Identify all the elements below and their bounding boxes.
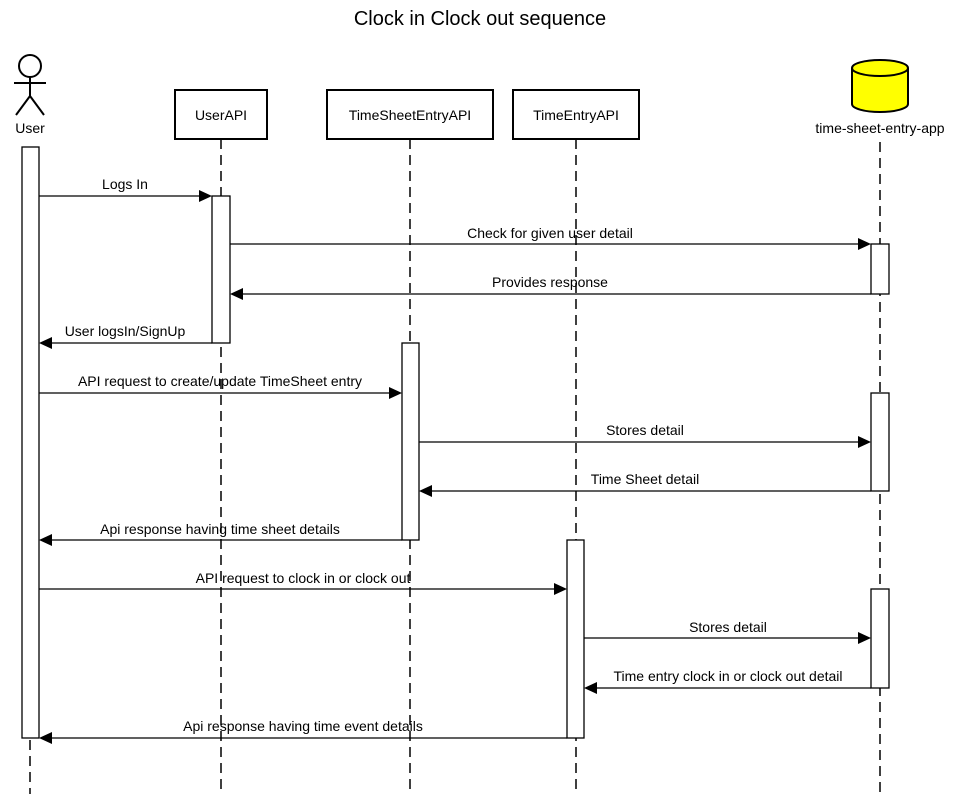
message-11: Time entry clock in or clock out detail — [584, 668, 871, 694]
message-1: Logs In — [39, 176, 212, 202]
activation-user — [21, 146, 40, 739]
activation-app-3 — [870, 588, 890, 689]
message-5-label: API request to create/update TimeSheet e… — [78, 373, 362, 389]
message-10-label: Stores detail — [689, 619, 767, 635]
activation-app-2 — [870, 392, 890, 492]
participant-app-label: time-sheet-entry-app — [815, 120, 944, 136]
message-11-label: Time entry clock in or clock out detail — [613, 668, 842, 684]
participant-timesheetentryapi-label: TimeSheetEntryAPI — [349, 107, 471, 123]
message-12-label: Api response having time event details — [183, 718, 423, 734]
activations — [21, 146, 890, 739]
message-2: Check for given user detail — [230, 225, 871, 250]
participant-timesheetentryapi: TimeSheetEntryAPI — [326, 89, 494, 140]
activation-userapi — [211, 195, 231, 344]
message-8-label: Api response having time sheet details — [100, 521, 340, 537]
message-1-label: Logs In — [102, 176, 148, 192]
database-icon — [851, 59, 909, 113]
message-6-label: Stores detail — [606, 422, 684, 438]
participant-userapi-label: UserAPI — [195, 107, 247, 123]
lifelines — [29, 139, 881, 794]
message-4: User logsIn/SignUp — [39, 323, 212, 349]
message-9-label: API request to clock in or clock out — [196, 570, 411, 586]
message-7: Time Sheet detail — [419, 471, 871, 497]
message-8: Api response having time sheet details — [39, 521, 402, 546]
message-7-label: Time Sheet detail — [591, 471, 699, 487]
message-4-label: User logsIn/SignUp — [65, 323, 186, 339]
message-12: Api response having time event details — [39, 718, 567, 744]
message-9: API request to clock in or clock out — [39, 570, 567, 595]
participant-userapi: UserAPI — [174, 89, 268, 140]
message-3: Provides response — [230, 274, 871, 300]
activation-timesheetentryapi — [401, 342, 420, 541]
message-2-label: Check for given user detail — [467, 225, 633, 241]
diagram-title: Clock in Clock out sequence — [354, 8, 606, 30]
activation-timeentryapi — [566, 539, 585, 739]
participant-timeentryapi-label: TimeEntryAPI — [533, 107, 619, 123]
participant-timeentryapi: TimeEntryAPI — [512, 89, 640, 140]
activation-app-1 — [870, 243, 890, 295]
message-3-label: Provides response — [492, 274, 608, 290]
message-10: Stores detail — [584, 619, 871, 644]
message-6: Stores detail — [419, 422, 871, 448]
message-5: API request to create/update TimeSheet e… — [39, 373, 402, 399]
participant-user-label: User — [15, 120, 45, 136]
user-actor-icon — [14, 54, 46, 116]
